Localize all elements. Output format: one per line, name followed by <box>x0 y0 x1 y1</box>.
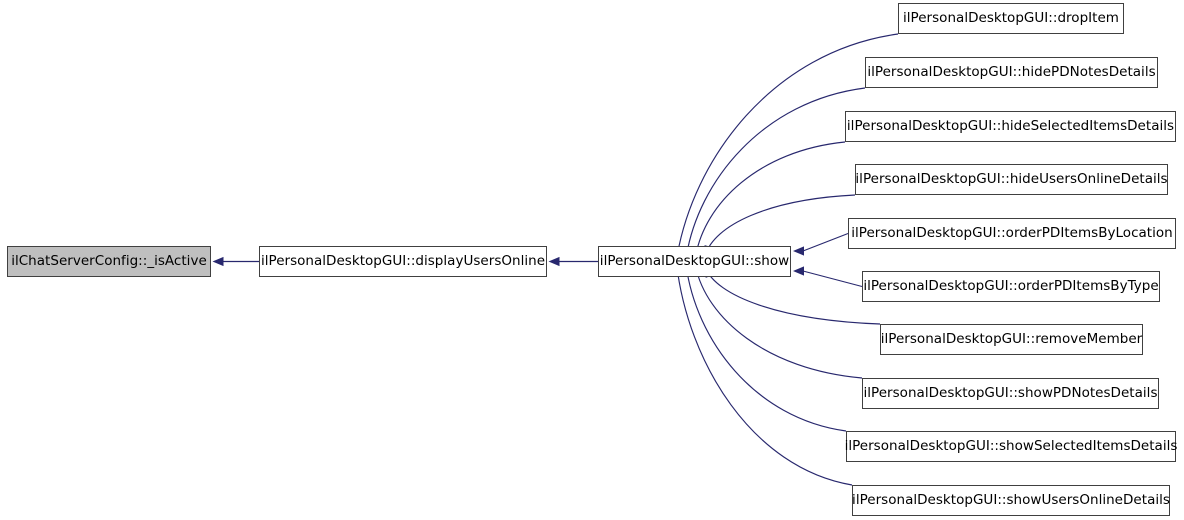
node-ilpersonaldesktopgui-hideusersonlinedetails[interactable]: ilPersonalDesktopGUI::hideUsersOnlineDet… <box>855 164 1168 195</box>
node-ilchatserverconfig-isactive[interactable]: ilChatServerConfig::_isActive <box>7 246 211 277</box>
edge-show_selected_items_details-to-show <box>685 264 847 432</box>
node-ilpersonaldesktopgui-hidepdnotesdetails[interactable]: ilPersonalDesktopGUI::hidePDNotesDetails <box>865 57 1158 88</box>
edge-order_pd_items_by_type-to-show <box>802 270 863 288</box>
node-ilpersonaldesktopgui-displayusersonline[interactable]: ilPersonalDesktopGUI::displayUsersOnline <box>259 246 547 277</box>
node-ilpersonaldesktopgui-orderpditemsbylocation[interactable]: ilPersonalDesktopGUI::orderPDItemsByLoca… <box>848 218 1176 249</box>
arrowhead-show-to-display_users_online <box>548 256 560 267</box>
node-ilpersonaldesktopgui-show[interactable]: ilPersonalDesktopGUI::show <box>598 246 791 277</box>
node-ilpersonaldesktopgui-hideselecteditemsdetails[interactable]: ilPersonalDesktopGUI::hideSelectedItemsD… <box>845 111 1176 142</box>
edge-order_pd_items_by_location-to-show <box>802 232 849 252</box>
node-ilpersonaldesktopgui-orderpditemsbytype[interactable]: ilPersonalDesktopGUI::orderPDItemsByType <box>862 271 1160 302</box>
node-label: ilPersonalDesktopGUI::displayUsersOnline <box>260 252 546 269</box>
node-ilpersonaldesktopgui-dropitem[interactable]: ilPersonalDesktopGUI::dropItem <box>898 3 1124 34</box>
node-label: ilPersonalDesktopGUI::showUsersOnlineDet… <box>852 491 1170 508</box>
node-label: ilPersonalDesktopGUI::show <box>599 252 790 269</box>
node-label: ilPersonalDesktopGUI::orderPDItemsByLoca… <box>851 224 1173 241</box>
edge-show_users_online_details-to-show <box>675 263 853 486</box>
node-ilpersonaldesktopgui-removemember[interactable]: ilPersonalDesktopGUI::removeMember <box>880 324 1143 355</box>
node-ilpersonaldesktopgui-showpdnotesdetails[interactable]: ilPersonalDesktopGUI::showPDNotesDetails <box>862 378 1159 409</box>
node-label: ilPersonalDesktopGUI::showPDNotesDetails <box>863 384 1158 401</box>
arrowhead-order_pd_items_by_location-to-show <box>793 246 804 256</box>
node-label: ilPersonalDesktopGUI::hideUsersOnlineDet… <box>855 170 1168 187</box>
arrowhead-display_users_online-to-is_active <box>212 256 224 267</box>
node-label: ilChatServerConfig::_isActive <box>11 252 207 269</box>
node-label: ilPersonalDesktopGUI::hidePDNotesDetails <box>867 63 1156 80</box>
edge-show_pd_notes_details-to-show <box>694 265 863 379</box>
node-ilpersonaldesktopgui-showusersonlinedetails[interactable]: ilPersonalDesktopGUI::showUsersOnlineDet… <box>852 485 1170 516</box>
edge-hide_selected_items_details-to-show <box>694 141 846 258</box>
edge-hide_pd_notes_details-to-show <box>685 87 866 259</box>
node-label: ilPersonalDesktopGUI::removeMember <box>880 330 1143 347</box>
node-ilpersonaldesktopgui-showselecteditemsdetails[interactable]: ilPersonalDesktopGUI::showSelectedItemsD… <box>845 431 1177 462</box>
node-label: ilPersonalDesktopGUI::orderPDItemsByType <box>863 277 1159 294</box>
node-label: ilPersonalDesktopGUI::dropItem <box>903 9 1119 26</box>
node-label: ilPersonalDesktopGUI::hideSelectedItemsD… <box>846 117 1175 134</box>
node-label: ilPersonalDesktopGUI::showSelectedItemsD… <box>844 437 1178 454</box>
arrowhead-order_pd_items_by_type-to-show <box>793 266 804 276</box>
